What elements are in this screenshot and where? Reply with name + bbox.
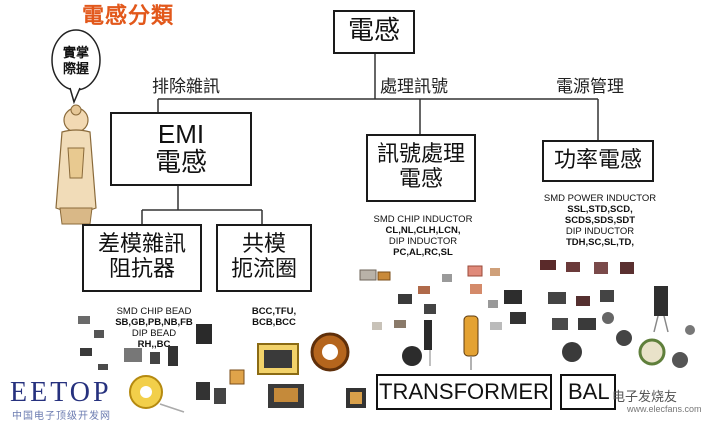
eetop-logo-subtitle: 中国电子顶级开发网 xyxy=(12,411,111,422)
list-power-inductor: SMD POWER INDUCTOR SSL,STD,SCD, SCDS,SDS… xyxy=(540,193,660,248)
node-power: 功率電感 xyxy=(542,140,654,182)
node-power-label: 功率電感 xyxy=(553,147,642,173)
node-signal-label-2: 電感 xyxy=(398,167,443,192)
list-chip-bead-line: RH,,BC xyxy=(137,339,171,350)
edge-label-power: 電源管理 xyxy=(556,77,624,97)
node-emi: EMI 電感 xyxy=(110,112,252,186)
page-title: 電感分類 xyxy=(82,4,175,29)
label-transformer: TRANSFORMER xyxy=(376,374,552,410)
node-signal: 訊號處理 電感 xyxy=(366,134,476,202)
list-chip-bead-line: SMD CHIP BEAD xyxy=(116,306,192,317)
list-chip-inductor-line: CL,NL,CLH,LCN, xyxy=(385,225,461,236)
speech-bubble-text: 實掌際握 xyxy=(62,46,89,77)
label-transformer-text: TRANSFORMER xyxy=(379,379,549,404)
list-chip-inductor-line: SMD CHIP INDUCTOR xyxy=(373,214,473,225)
list-chip-bead: SMD CHIP BEAD SB,GB,PB,NB,FB DIP BEAD RH… xyxy=(104,306,204,350)
list-chip-inductor-line: DIP INDUCTOR xyxy=(388,236,458,247)
node-emi-label-1: EMI xyxy=(157,118,205,149)
list-chip-inductor-line: PC,AL,RC,SL xyxy=(393,247,453,258)
node-diff-label-2: 阻抗器 xyxy=(108,257,175,282)
chip-bead-icons xyxy=(78,316,245,413)
label-ballun: BAL xyxy=(560,374,616,410)
monk-icon xyxy=(51,29,101,225)
list-power-inductor-line: SSL,STD,SCD, xyxy=(567,204,633,215)
eetop-logo: EETOP xyxy=(10,377,112,408)
node-common-mode: 共模 扼流圈 xyxy=(216,224,312,292)
node-signal-label-1: 訊號處理 xyxy=(376,142,465,168)
list-chip-inductor: SMD CHIP INDUCTOR CL,NL,CLH,LCN, DIP IND… xyxy=(361,214,485,258)
list-power-inductor-line: SCDS,SDS,SDT xyxy=(564,215,636,226)
node-common-label-2: 扼流圈 xyxy=(230,257,297,282)
chip-inductor-icons xyxy=(359,265,526,370)
list-power-inductor-line: TDH,SC,SL,TD, xyxy=(565,237,635,248)
list-chip-bead-line: SB,GB,PB,NB,FB xyxy=(115,317,193,328)
node-differential-mode: 差模雜訊 阻抗器 xyxy=(82,224,202,292)
list-chip-bead-line: DIP BEAD xyxy=(131,328,177,339)
list-power-inductor-line: SMD POWER INDUCTOR xyxy=(543,193,657,204)
list-common-mode-line: BCB,BCC xyxy=(252,317,296,328)
node-root: 電感 xyxy=(333,10,415,54)
power-inductor-icons xyxy=(540,260,695,368)
common-mode-choke-icons xyxy=(257,332,366,408)
label-ballun-text: BAL xyxy=(568,379,610,404)
list-common-mode: BCC,TFU, BCB,BCC xyxy=(242,306,306,328)
node-common-label-1: 共模 xyxy=(241,232,286,258)
list-power-inductor-line: DIP INDUCTOR xyxy=(565,226,635,237)
edge-label-signal: 處理訊號 xyxy=(380,77,448,97)
node-diff-label-1: 差模雜訊 xyxy=(97,232,186,258)
list-common-mode-line: BCC,TFU, xyxy=(251,306,297,317)
watermark-text: 电子发烧友 xyxy=(612,390,678,405)
edge-label-noise: 排除雜訊 xyxy=(152,77,220,97)
node-emi-label-2: 電感 xyxy=(154,148,207,178)
watermark-url: www.elecfans.com xyxy=(627,404,702,414)
node-root-label: 電感 xyxy=(347,16,400,47)
